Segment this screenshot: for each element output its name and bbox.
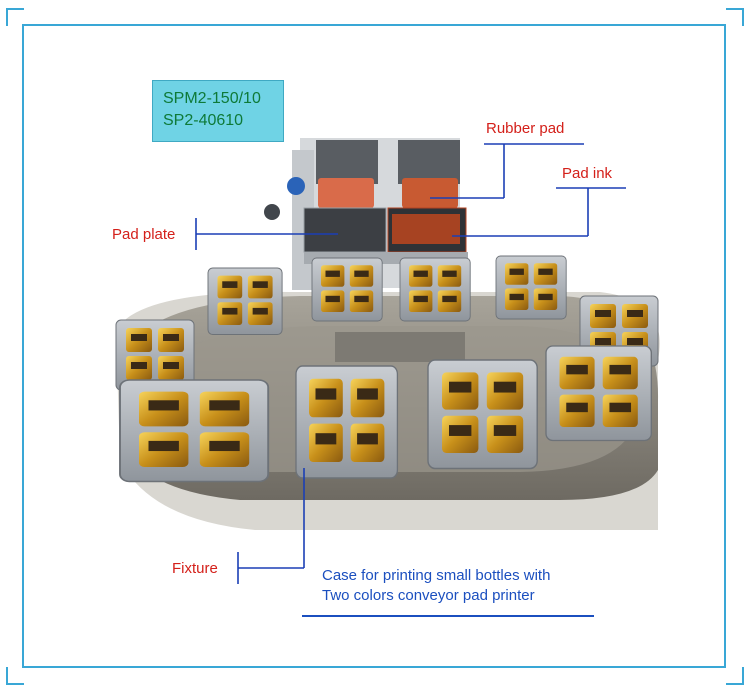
caption-line-2: Two colors conveyor pad printer <box>322 587 535 604</box>
rubber-pad-label: Rubber pad <box>486 120 565 137</box>
outer-frame <box>22 24 726 668</box>
frame-corner-top-right <box>726 8 744 26</box>
model-number-box: SPM2-150/10 SP2-40610 <box>152 80 284 142</box>
caption-line-1: Case for printing small bottles with <box>322 567 551 584</box>
model-line-2: SP2-40610 <box>163 112 244 129</box>
pad-plate-label: Pad plate <box>112 226 176 243</box>
model-line-1: SPM2-150/10 <box>163 90 261 107</box>
caption: Case for printing small bottles with Two… <box>322 566 550 606</box>
caption-underline <box>302 615 594 617</box>
fixture-label: Fixture <box>172 560 218 577</box>
frame-corner-bottom-left <box>6 667 24 685</box>
pad-ink-label: Pad ink <box>562 165 613 182</box>
frame-corner-bottom-right <box>726 667 744 685</box>
frame-corner-top-left <box>6 8 24 26</box>
